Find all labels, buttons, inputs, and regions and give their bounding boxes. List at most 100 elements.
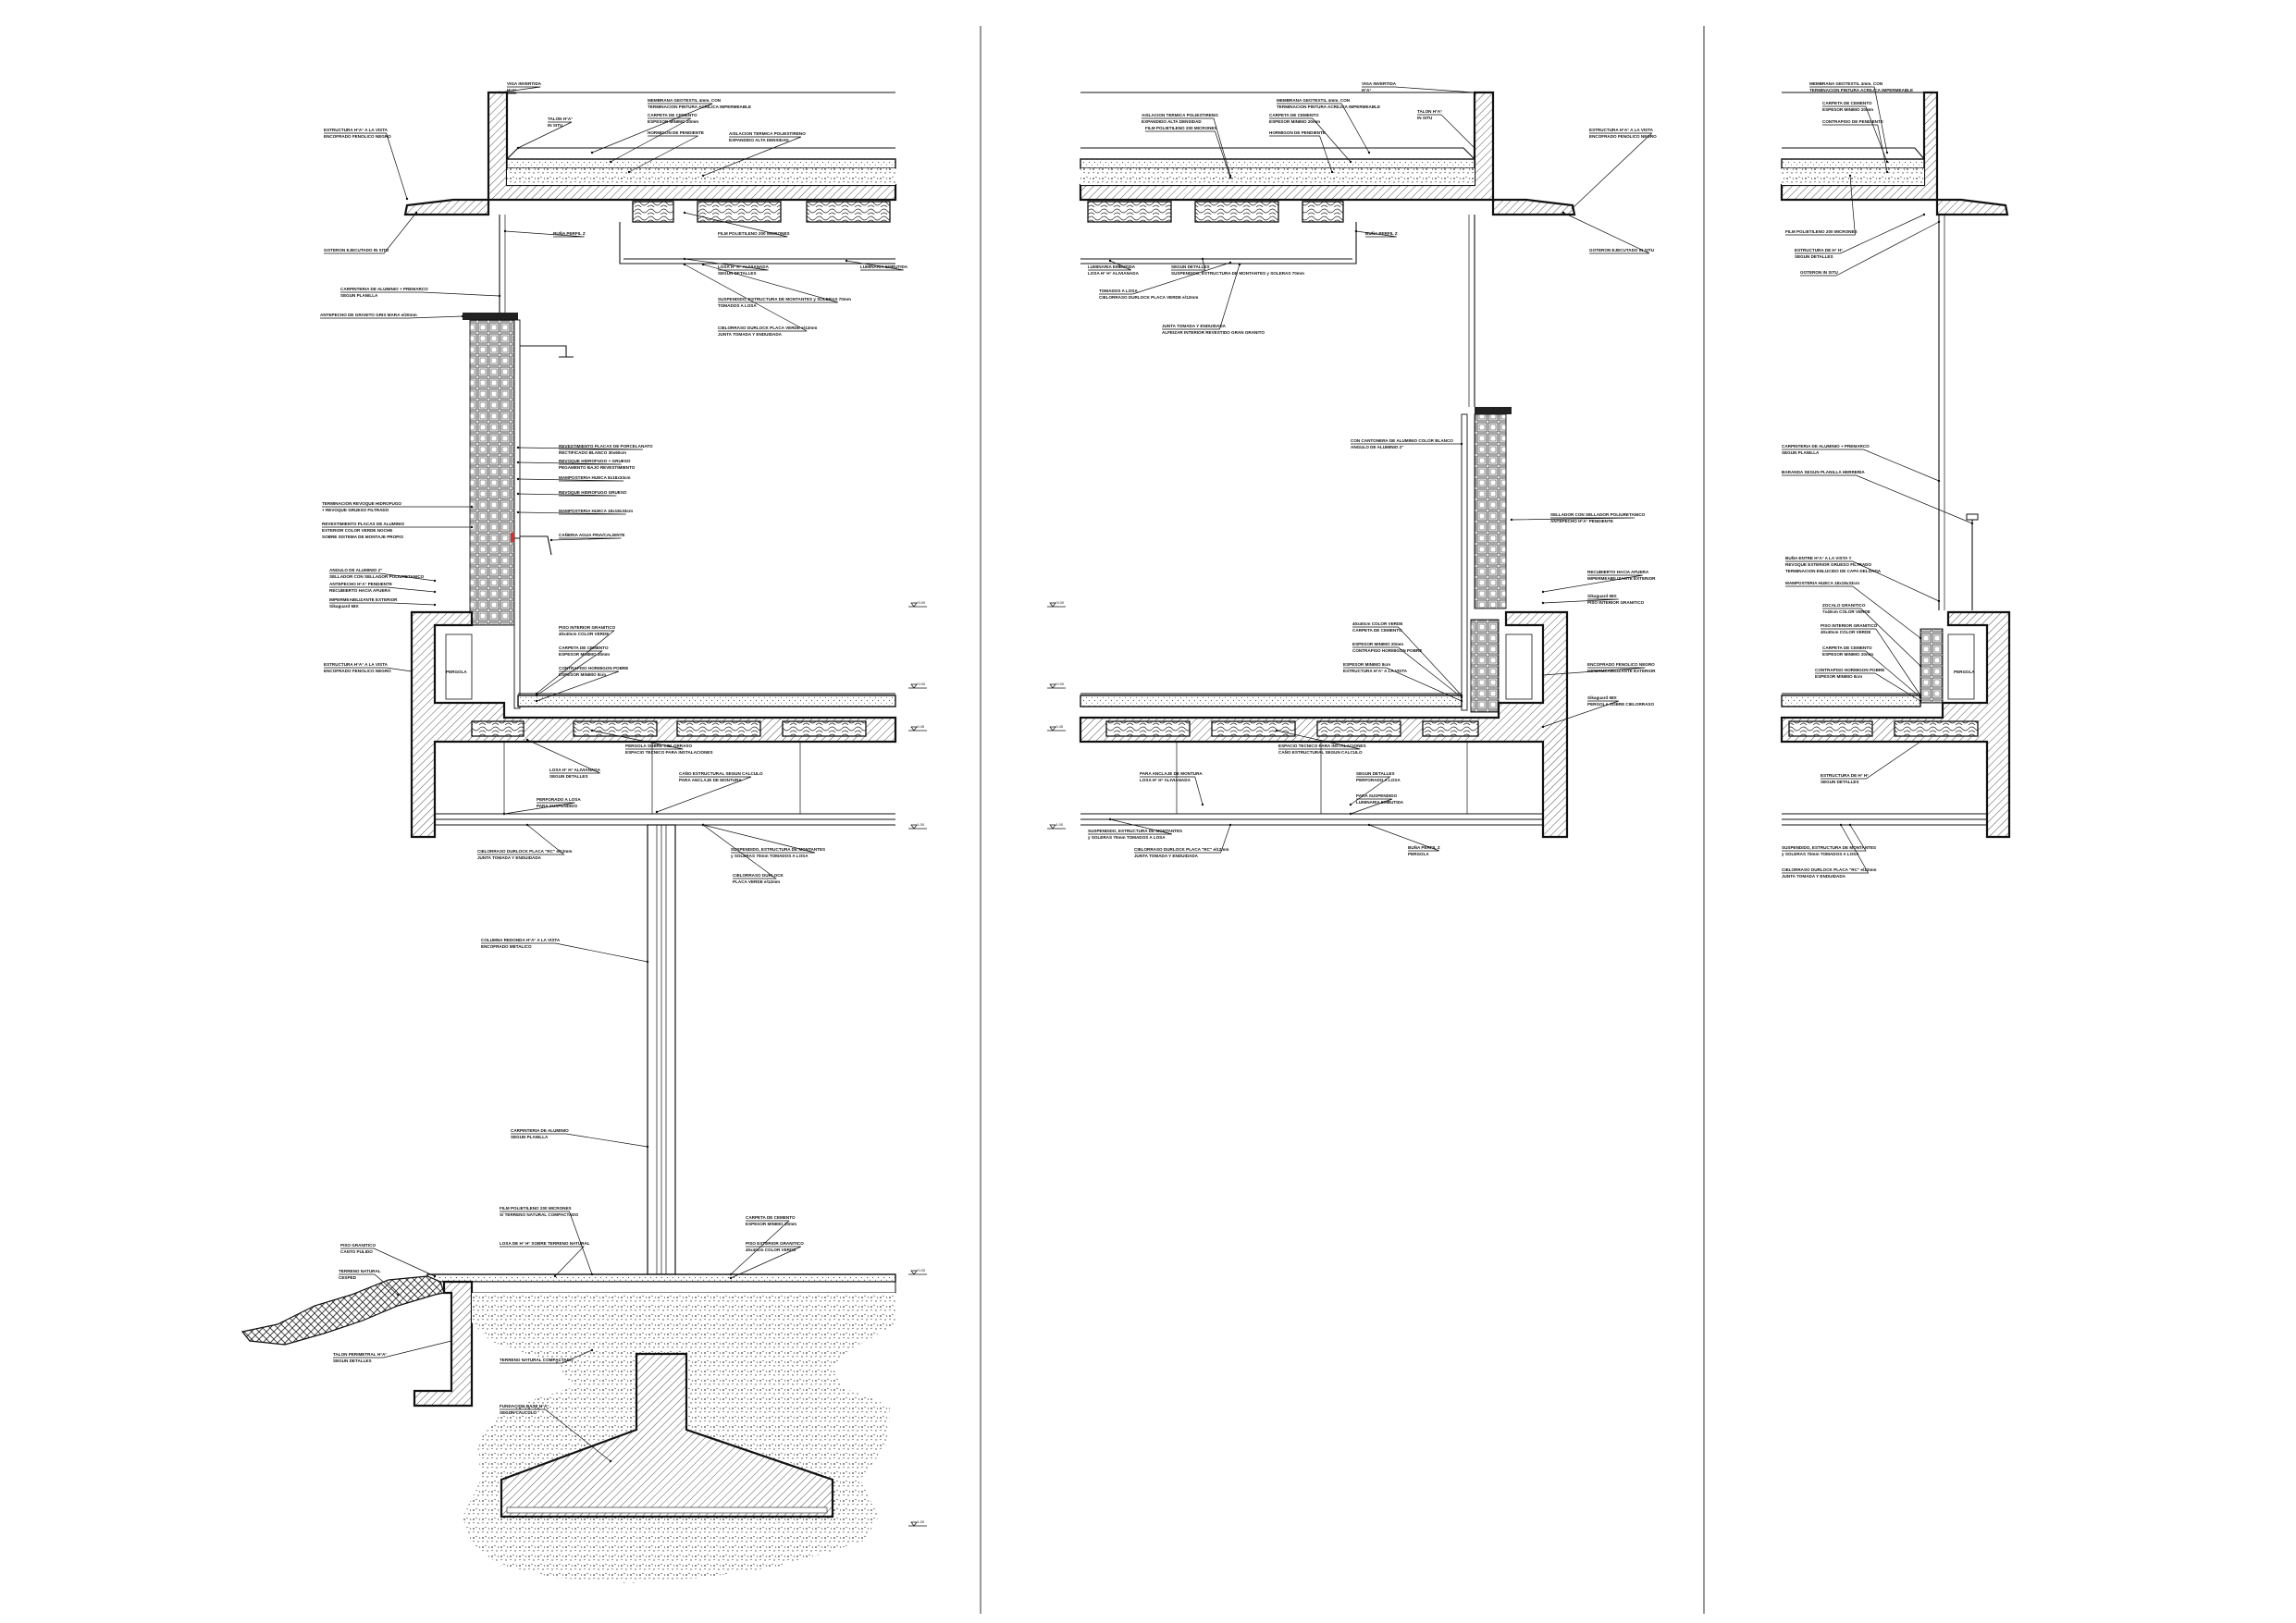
leader-line — [1822, 608, 1921, 667]
annotation-label: 40x40cm COLOR VERDE — [559, 632, 609, 636]
annotation-label: CARPETA DE CEMENTO — [746, 1215, 796, 1220]
leader-dot — [433, 590, 437, 594]
annotation-label: PARA SUSPENDIDO — [537, 804, 578, 808]
leader-line — [536, 650, 603, 696]
leader-dot — [1228, 823, 1232, 827]
leader-dot — [1354, 229, 1358, 233]
annotation-label: LOSA H° H° ALIVIANADA — [549, 768, 601, 772]
leader-dot — [498, 294, 501, 298]
leader-line — [1276, 730, 1361, 750]
annotation-label: PISO INTERIOR GRANITICO — [559, 625, 616, 630]
leader-dot — [516, 146, 520, 150]
svg-text:-0.45: -0.45 — [1055, 724, 1064, 729]
annotation-label: CONTRAPISO HORMIGON POBRE — [1352, 648, 1422, 653]
leader-dot — [701, 263, 705, 266]
leader-dot — [590, 729, 594, 732]
leader-line — [1417, 114, 1475, 149]
leader-line — [1355, 230, 1397, 238]
annotation-label: y SOLERAS 70mm TOMADOS A LOSA — [1088, 835, 1166, 840]
leader-dot — [1460, 699, 1463, 703]
leader-dot — [655, 810, 659, 814]
annotation-label: CAÑERIA AGUA FRIA/CALIENTE — [559, 532, 624, 537]
annotation-label: AISLACION TERMICA POLIESTIRENO — [1142, 113, 1218, 117]
leader-line — [1088, 818, 1173, 835]
annotation-label: FILM POLIETILENO 200 MICRONES — [1785, 229, 1858, 234]
perimeter-heel — [413, 1280, 474, 1408]
leader-dot — [525, 823, 529, 827]
svg-text:+0.00: +0.00 — [1055, 682, 1065, 686]
bathroom-wall-1 — [469, 319, 515, 626]
annotation-label: REVESTIMIENTO PLACAS DE ALUMINIO — [322, 522, 404, 526]
svg-text:+3.00: +3.00 — [1055, 600, 1065, 605]
annotation-label: ENCOFRADO FENOLICO NEGRO — [1589, 134, 1657, 139]
annotation-label: RECTIFICADO BLANCO 30x60cm — [559, 450, 626, 455]
leader-dot — [433, 1274, 437, 1278]
annotation-label: ESPESOR MINIMO 20mm — [1822, 107, 1873, 112]
annotation-label: BUÑA ENTRE H°A° A LA VISTA Y — [1785, 555, 1852, 560]
leader-dot — [553, 1274, 557, 1278]
annotation-label: SEGUN DETALLES — [1795, 254, 1833, 259]
annotation-label: SUSPENDIDO, ESTRUCTURA DE MONTANTES — [731, 847, 825, 852]
annotation-label: PISO INTERIOR GRANITICO — [1587, 600, 1645, 605]
annotation-label: CON CANTONERA DE ALUMINIO COLOR BLANCO — [1351, 438, 1453, 443]
roof-screed-1 — [506, 158, 896, 169]
annotation-label: TERMINACION PINTURA ACRILICA IMPERMEABLE — [1809, 88, 1913, 92]
annotation-label: ENCOFRADO METALICO — [481, 944, 532, 949]
leader-line — [1785, 585, 1921, 639]
annotation-label: EXPANDIDO ALTA DENSIDAD — [729, 138, 789, 142]
annotation-label: CIELORRASO DURLOCK PLACA "RC" e/12mm — [477, 849, 572, 854]
leader-line — [702, 264, 839, 303]
leader-dot — [1510, 518, 1513, 522]
leader-line — [730, 1220, 790, 1275]
natural-terrain — [241, 1275, 445, 1346]
leader-line — [1269, 135, 1333, 173]
leader-dot — [701, 823, 705, 827]
granite-sill-1 — [463, 313, 518, 320]
annotation-label: SEGUN DETALLES — [1171, 264, 1210, 269]
leader-line — [684, 264, 808, 332]
annotation-label: GOTERON IN SITU — [1800, 270, 1839, 275]
leader-dot — [1201, 803, 1204, 806]
annotation-label: REVOQUE HIDROFUGO GRUESO — [559, 490, 627, 495]
leader-line — [1822, 650, 1921, 698]
roof-insulation-1 — [507, 168, 895, 185]
leader-line — [517, 493, 617, 497]
level-mark: -1.00 — [1047, 822, 1066, 830]
leader-line — [1269, 117, 1352, 163]
annotation-label: FILM POLIETILENO 200 MICRONES — [1145, 126, 1217, 130]
svg-text:-0.45: -0.45 — [916, 724, 925, 729]
leader-line — [1562, 212, 1650, 254]
annotation-label: CAÑO ESTRUCTURAL SEGUN CALCULO — [679, 770, 763, 776]
annotation-label: IMPERMEABILIZANTE EXTERIOR — [1587, 576, 1656, 581]
sill-wall-2 — [1474, 413, 1507, 609]
leader-dot — [1460, 694, 1463, 697]
annotation-label: VIGA INVERTIDA — [1362, 81, 1397, 86]
annotation-label: JUNTA TOMADA Y ENDUIDADA — [718, 332, 783, 337]
annotation-label: PARA ANCLAJE DE MONTURA — [1140, 771, 1203, 776]
leader-dot — [433, 603, 437, 607]
leader-line — [684, 258, 769, 271]
leader-line — [536, 670, 620, 702]
leader-line — [1542, 667, 1646, 676]
annotation-label: REVESTIMIENTO PLACAS DE PORCELANATO — [559, 444, 653, 449]
leader-line — [1145, 130, 1231, 178]
annotation-label: EXPANDIDO ALTA DENSIDAD — [1142, 119, 1202, 124]
annotation-label: ANGULO DE ALUMINIO 2" — [329, 568, 382, 572]
annotation-label: BUÑA PERFIL Z — [553, 230, 586, 236]
annotation-label: IN SITU — [1417, 116, 1433, 120]
annotation-label: CANTO PULIDO — [340, 1249, 373, 1254]
leader-dot — [729, 1276, 733, 1280]
leader-line — [500, 1349, 593, 1364]
leader-line — [324, 667, 413, 672]
leader-dot — [1460, 442, 1463, 446]
floor-ribbed-slab-1 — [471, 720, 867, 737]
annotation-label: VIGA INVERTIDA — [507, 81, 542, 86]
leader-dot — [1367, 151, 1371, 154]
leader-dot — [535, 699, 538, 703]
leader-dot — [683, 211, 686, 215]
leader-dot — [503, 229, 507, 233]
annotation-label: 7x40cm COLOR VERDE — [1822, 609, 1870, 614]
leader-dot — [609, 1459, 612, 1463]
annotation-label: CONTRAPISO HORMIGON POBRE — [559, 666, 628, 670]
